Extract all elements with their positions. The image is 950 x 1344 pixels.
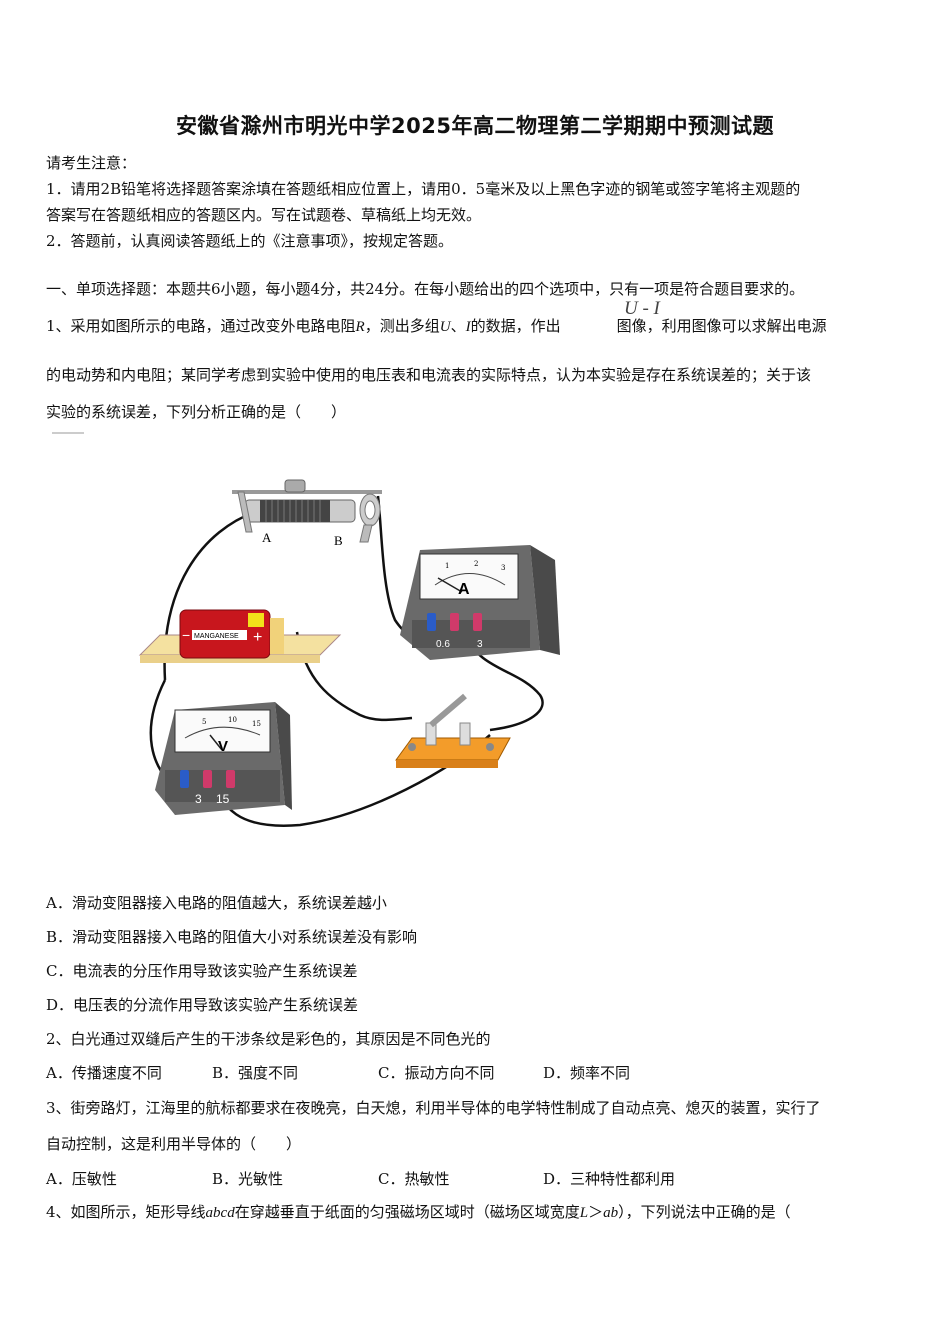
q1-text: 1、采用如图所示的电路，通过改变外电路电阻 xyxy=(46,317,356,335)
u-i-graph-label: U - I xyxy=(624,298,660,319)
q3-option-d: D．三种特性都利用 xyxy=(543,1170,676,1188)
var-i: I xyxy=(465,319,471,335)
ammeter: A 1 2 3 0.6 3 xyxy=(400,545,560,660)
svg-text:3: 3 xyxy=(477,639,483,650)
var-ab: ab xyxy=(603,1205,619,1221)
var-r: R xyxy=(355,319,365,335)
notice-item-1-cont: 答案写在答题纸相应的答题区内。写在试题卷、草稿纸上均无效。 xyxy=(46,206,482,224)
q1-option-b: B．滑动变阻器接入电路的阻值大小对系统误差没有影响 xyxy=(46,928,418,946)
circuit-diagram: A B MANGANESE + − A 1 2 3 xyxy=(138,479,560,827)
q3-option-a: A．压敏性 xyxy=(46,1170,117,1188)
q4-text: 4、如图所示，矩形导线 xyxy=(46,1203,206,1221)
svg-text:2: 2 xyxy=(474,560,478,568)
q3-option-c: C．热敏性 xyxy=(378,1170,450,1188)
rheostat: A B xyxy=(232,479,382,548)
voltmeter: V 5 10 15 3 15 xyxy=(155,702,292,815)
q4-text: 在穿越垂直于纸面的匀强磁场区域时（磁场区域宽度 xyxy=(234,1203,580,1221)
question-1-stem-line3: 实验的系统误差，下列分析正确的是（ ） xyxy=(46,403,347,421)
q1-text: 、 xyxy=(450,317,466,335)
var-abcd: abcd xyxy=(205,1205,235,1221)
svg-text:1: 1 xyxy=(445,562,449,570)
svg-text:0.6: 0.6 xyxy=(436,639,450,650)
svg-text:+: + xyxy=(253,629,262,646)
q1-text: 的数据，作出 xyxy=(470,317,561,335)
var-u: U xyxy=(439,319,451,335)
notice-item-2: 2．答题前，认真阅读答题纸上的《注意事项》，按规定答题。 xyxy=(46,232,454,250)
section-heading: 一、单项选择题：本题共6小题，每小题4分，共24分。在每小题给出的四个选项中，只… xyxy=(46,280,805,298)
svg-text:5: 5 xyxy=(202,718,206,726)
battery: MANGANESE + − xyxy=(138,609,342,663)
svg-text:3: 3 xyxy=(501,564,505,572)
q1-option-c: C．电流表的分压作用导致该实验产生系统误差 xyxy=(46,962,358,980)
svg-text:B: B xyxy=(334,533,343,548)
page-title: 安徽省滁州市明光中学2025年高二物理第二学期期中预测试题 xyxy=(176,114,774,138)
svg-text:15: 15 xyxy=(252,720,261,728)
svg-text:A: A xyxy=(262,530,272,545)
q4-text: ），下列说法中正确的是（ xyxy=(618,1203,791,1221)
q4-text: ＞ xyxy=(588,1203,604,1221)
notice-item-1: 1．请用2B铅笔将选择题答案涂填在答题纸相应位置上，请用0．5毫米及以上黑色字迹… xyxy=(46,180,801,198)
q3-option-b: B．光敏性 xyxy=(212,1170,284,1188)
q2-option-b: B．强度不同 xyxy=(212,1064,299,1082)
question-1-stem-line1: 1、采用如图所示的电路，通过改变外电路电阻R，测出多组U、I的数据，作出 图像，利… xyxy=(46,315,827,336)
q2-option-c: C．振动方向不同 xyxy=(378,1064,495,1082)
svg-text:MANGANESE: MANGANESE xyxy=(194,633,239,640)
svg-text:−: − xyxy=(182,627,190,643)
knife-switch xyxy=(395,693,511,768)
question-3-stem-line1: 3、街旁路灯，江海里的航标都要求在夜晚亮，白天熄，利用半导体的电学特性制成了自动… xyxy=(46,1099,821,1117)
q1-option-a: A．滑动变阻器接入电路的阻值越大，系统误差越小 xyxy=(46,894,387,912)
question-3-stem-line2: 自动控制，这是利用半导体的（ ） xyxy=(46,1135,302,1153)
svg-text:V: V xyxy=(218,738,228,755)
notice-heading: 请考生注意： xyxy=(46,154,137,172)
svg-text:3: 3 xyxy=(195,792,202,806)
placeholder-mark xyxy=(52,432,84,434)
question-4-stem: 4、如图所示，矩形导线abcd在穿越垂直于纸面的匀强磁场区域时（磁场区域宽度L＞… xyxy=(46,1201,791,1222)
question-1-stem-line2: 的电动势和内电阻；某同学考虑到实验中使用的电压表和电流表的实际特点，认为本实验是… xyxy=(46,366,812,384)
svg-text:A: A xyxy=(458,581,470,598)
svg-text:10: 10 xyxy=(228,716,237,724)
q2-option-d: D．频率不同 xyxy=(543,1064,631,1082)
q1-text: 图像，利用图像可以求解出电源 xyxy=(616,317,827,335)
q1-option-d: D．电压表的分流作用导致该实验产生系统误差 xyxy=(46,996,359,1014)
q1-text: ，测出多组 xyxy=(364,317,440,335)
svg-text:15: 15 xyxy=(216,792,230,806)
var-l: L xyxy=(579,1205,589,1221)
q2-option-a: A．传播速度不同 xyxy=(46,1064,162,1082)
question-2-stem: 2、白光通过双缝后产生的干涉条纹是彩色的，其原因是不同色光的 xyxy=(46,1030,491,1048)
